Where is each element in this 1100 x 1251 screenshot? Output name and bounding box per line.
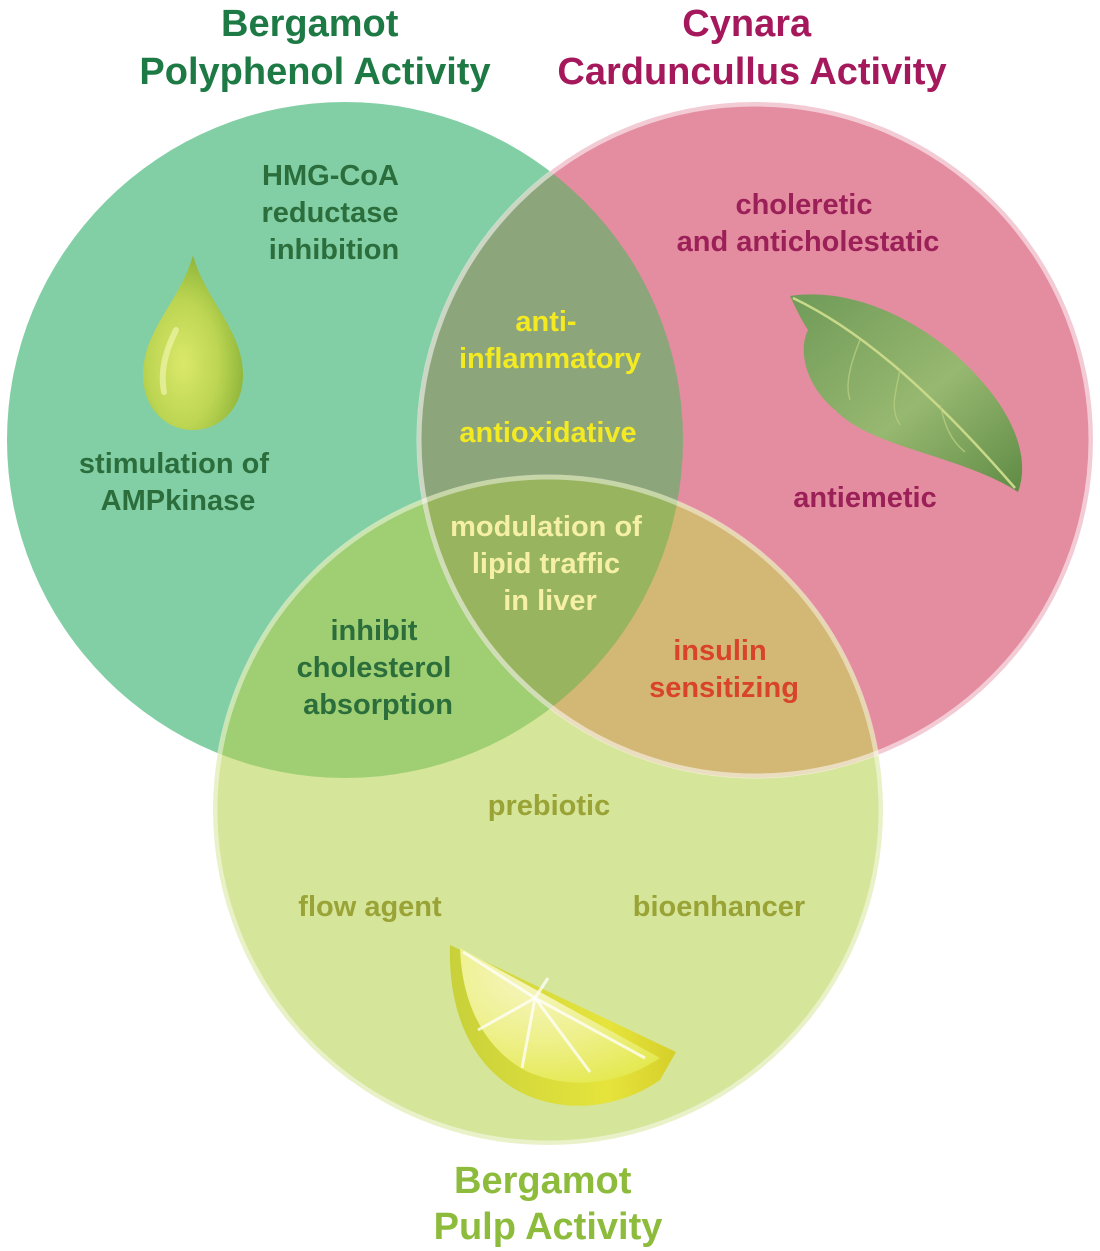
title-bergamot-polyphenol: Bergamot Polyphenol Activity bbox=[139, 3, 490, 93]
bergamot-slice-icon bbox=[449, 945, 676, 1106]
label-flow-agent: flow agent bbox=[298, 891, 442, 923]
label-lipid-traffic: modulation of lipid traffic in liver bbox=[450, 511, 650, 617]
rim-cynara bbox=[416, 101, 1094, 779]
label-hmg-coa: HMG-CoA reductase inhibition bbox=[261, 160, 406, 266]
label-inhibit-cholesterol: inhibit cholesterol absorption bbox=[297, 615, 460, 721]
label-ampkinase: stimulation of AMPkinase bbox=[79, 448, 277, 517]
label-prebiotic: prebiotic bbox=[488, 790, 610, 822]
label-bioenhancer: bioenhancer bbox=[633, 891, 805, 923]
label-choleretic: choleretic and anticholestatic bbox=[677, 189, 940, 258]
rim-bergamot-pulp bbox=[212, 474, 884, 1146]
label-anti-inflammatory: anti- inflammatory bbox=[459, 306, 641, 375]
artichoke-leaf-icon bbox=[790, 294, 1023, 492]
label-insulin-sensitizing: insulin sensitizing bbox=[649, 635, 799, 704]
label-antiemetic: antiemetic bbox=[793, 482, 936, 514]
label-antioxidative: antioxidative bbox=[459, 417, 636, 449]
overlap-pink-yellow bbox=[417, 475, 883, 778]
overlap-green-yellow bbox=[213, 475, 683, 778]
title-bergamot-pulp: Bergamot Pulp Activity bbox=[434, 1160, 663, 1248]
droplet-icon bbox=[143, 255, 243, 430]
title-cynara: Cynara Carduncullus Activity bbox=[557, 3, 946, 93]
